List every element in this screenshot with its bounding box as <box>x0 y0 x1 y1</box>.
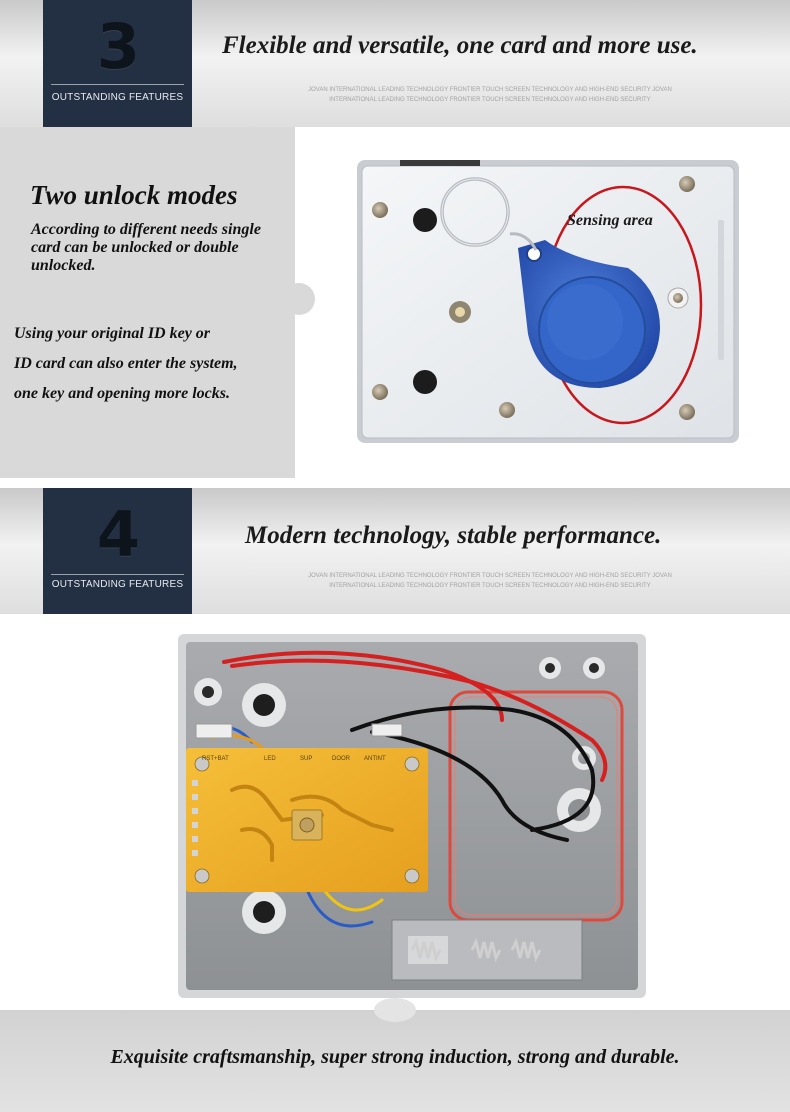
fine-print-line: JOVAN INTERNATIONAL LEADING TECHNOLOGY F… <box>308 573 672 579</box>
footer-band: Exquisite craftsmanship, super strong in… <box>0 998 790 1112</box>
pcb-labels: RST+BAT LED SUP DOOR ANTINT <box>202 756 386 762</box>
info-panel <box>0 127 295 478</box>
lock-reader-illustration <box>357 160 739 443</box>
badge-label: OUTSTANDING FEATURES <box>51 92 184 103</box>
sensing-area-label: Sensing area <box>567 212 653 229</box>
feature-number: 4 <box>96 498 140 571</box>
mount-hole <box>413 370 437 394</box>
badge-divider <box>51 84 184 85</box>
fine-print-line: INTERNATIONAL LEADING TECHNOLOGY FRONTIE… <box>329 583 651 589</box>
modes-extra-line: ID card can also enter the system, <box>14 355 238 372</box>
fine-print: JOVAN INTERNATIONAL LEADING TECHNOLOGY F… <box>230 571 750 591</box>
fine-print-line: INTERNATIONAL LEADING TECHNOLOGY FRONTIE… <box>329 97 651 103</box>
feature-banner-4: 4 OUTSTANDING FEATURES Modern technology… <box>0 488 790 614</box>
footer-notch <box>374 998 416 1022</box>
feature-number: 3 <box>96 10 140 83</box>
pcb-board: RST+BAT LED SUP DOOR ANTINT <box>186 748 428 892</box>
pcb-label: DOOR <box>332 756 351 762</box>
footer-tagline: Exquisite craftsmanship, super strong in… <box>110 1046 680 1068</box>
panel-notch <box>283 283 315 315</box>
rfid-keyfob-icon <box>509 232 660 388</box>
mount-hole <box>413 208 437 232</box>
feature-headline: Modern technology, stable performance. <box>245 522 662 549</box>
modes-description: According to different needs single card… <box>31 221 261 274</box>
pcb-label: LED <box>264 756 276 762</box>
fine-print: JOVAN INTERNATIONAL LEADING TECHNOLOGY F… <box>230 85 750 105</box>
feature-badge: 4 OUTSTANDING FEATURES <box>43 488 192 614</box>
feature-badge: 3 OUTSTANDING FEATURES <box>43 0 192 127</box>
badge-label: OUTSTANDING FEATURES <box>51 579 184 590</box>
badge-divider <box>51 574 184 575</box>
screw-icon <box>372 176 695 420</box>
circuit-board-illustration: RST+BAT LED SUP DOOR ANTINT <box>178 634 646 998</box>
modes-title: Two unlock modes <box>30 180 238 210</box>
pcb-label: RST+BAT <box>202 756 229 762</box>
feature-headline: Flexible and versatile, one card and mor… <box>222 32 698 59</box>
pcb-label: ANTINT <box>364 756 386 762</box>
circuit-board-photo: RST+BAT LED SUP DOOR ANTINT <box>172 630 652 1002</box>
fine-print-line: JOVAN INTERNATIONAL LEADING TECHNOLOGY F… <box>308 87 672 93</box>
latch-springs <box>391 919 583 981</box>
modes-extra-text: Using your original ID key or ID card ca… <box>14 319 295 409</box>
modes-extra-line: one key and opening more locks. <box>14 385 230 402</box>
pcb-label: SUP <box>300 756 312 762</box>
feature-banner-3: 3 OUTSTANDING FEATURES Flexible and vers… <box>0 0 790 127</box>
modes-extra-line: Using your original ID key or <box>14 325 211 342</box>
lock-reader-photo <box>340 150 750 450</box>
